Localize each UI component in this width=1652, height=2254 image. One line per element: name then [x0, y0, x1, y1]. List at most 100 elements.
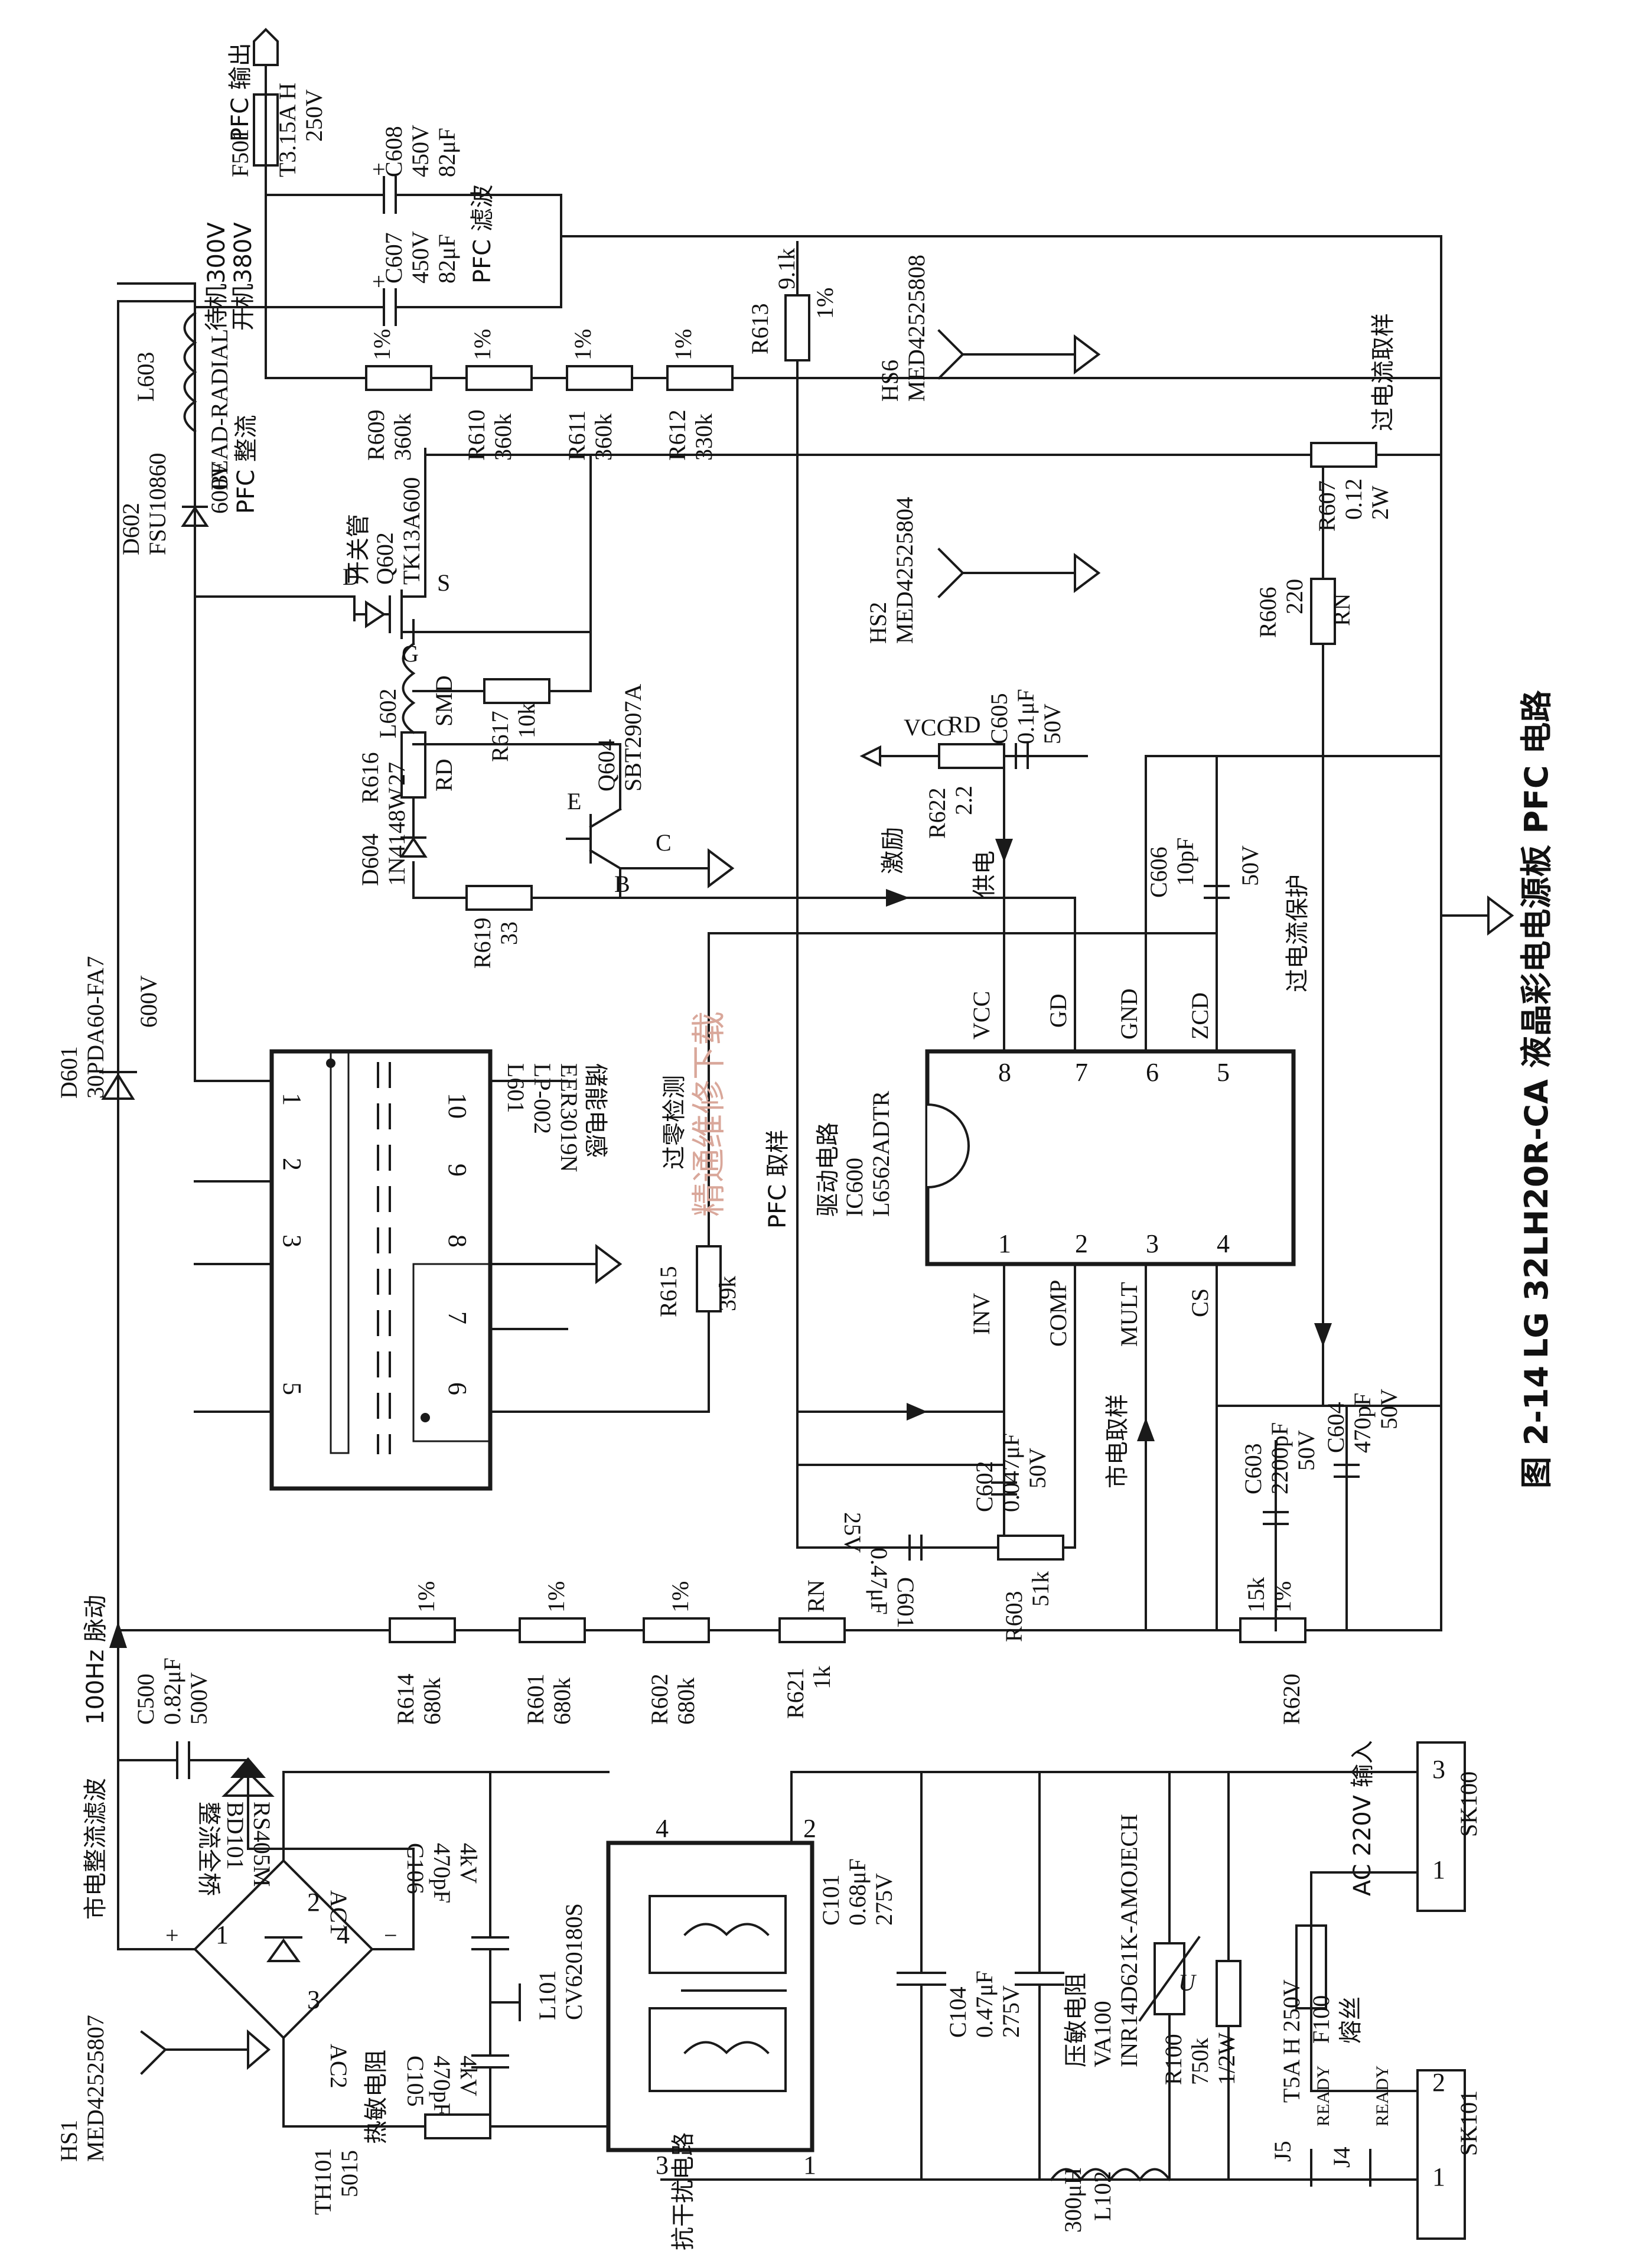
l101-pin2: 2	[803, 1814, 816, 1843]
figure-title: LG 32LH20R-CA 液晶彩电电源板 PFC 电路	[1518, 690, 1555, 1359]
heatsink-hs1-icon	[140, 2030, 168, 2075]
ic600-gd: GD	[1045, 994, 1071, 1028]
c601-ref: C601	[892, 1577, 919, 1628]
r615-ref: R615	[655, 1266, 682, 1317]
ic600-desc: 驱动电路	[814, 1122, 842, 1217]
c607-value: 82μF	[434, 234, 460, 284]
c601-rating: 25V	[839, 1512, 866, 1553]
output-arrow-icon	[253, 28, 279, 66]
c101-value: 0.68μF	[844, 1858, 871, 1926]
sk100-pin3: 3	[1432, 1755, 1445, 1784]
connector-sk100	[1416, 1741, 1466, 1912]
c606-rating: 50V	[1237, 845, 1263, 886]
r601-tol: 1%	[543, 1581, 569, 1613]
bd101-n2: 2	[307, 1888, 320, 1917]
f100-desc: 熔丝	[1337, 1996, 1364, 2044]
q604-e: E	[567, 788, 581, 815]
c605-rating: 50V	[1039, 703, 1066, 744]
q604-ref: Q604	[593, 739, 620, 791]
resistor-r609	[365, 365, 432, 391]
r622-value: 2.2	[950, 786, 977, 815]
c608-ref: C608	[380, 126, 407, 177]
watermark: 精通维修下载	[689, 1011, 729, 1217]
r619-value: 33	[496, 921, 522, 945]
ic600-gnd: GND	[1116, 988, 1142, 1040]
c605-value: 0.1μF	[1012, 689, 1039, 744]
f501-ref: F501	[227, 129, 253, 177]
resistor-r602	[643, 1617, 710, 1643]
ic600-pin3: 3	[1146, 1229, 1159, 1258]
c104-ref: C104	[944, 1986, 971, 2038]
l101-pin4: 4	[656, 1814, 669, 1843]
r607-ref: R607	[1314, 480, 1340, 532]
r601-value: 680k	[549, 1678, 575, 1725]
c607-plus: +	[372, 268, 386, 295]
bd101-plus: +	[165, 1922, 179, 1949]
ic600-vcc: VCC	[968, 991, 995, 1040]
r621-note: RN	[803, 1579, 829, 1613]
vcc-label: VCC	[904, 714, 952, 741]
r616-note: RD	[431, 758, 457, 791]
l101-part: CV620180S	[561, 1903, 587, 2020]
resistor-r617	[483, 678, 550, 704]
l601-desc: 储能电感	[582, 1063, 609, 1158]
r620-value: 15k	[1243, 1577, 1269, 1613]
r609-ref: R609	[363, 409, 389, 461]
l101-ref: L101	[534, 1970, 561, 2020]
thermistor-th101	[424, 2113, 491, 2139]
resistor-r613	[784, 294, 810, 361]
r613-tol: 1%	[812, 288, 838, 319]
l603-part: BEAD-RADIAL	[206, 329, 233, 490]
th101-desc: 热敏电阻	[363, 2050, 390, 2144]
sk100-label: SK100	[1455, 1771, 1482, 1837]
c500-ref: C500	[132, 1673, 159, 1725]
r614-value: 680k	[419, 1678, 445, 1725]
c606-value: 10pF	[1172, 838, 1198, 886]
c601-value: 0.47μF	[866, 1548, 892, 1615]
r621-value: 1k	[809, 1666, 835, 1689]
sk100-input-label: AC 220V 输入	[1349, 1740, 1376, 1896]
c104-rating: 275V	[998, 1985, 1024, 2038]
resistor-r620	[1239, 1617, 1306, 1643]
l101-pin1: 1	[803, 2151, 816, 2180]
q602-part: TK13A600	[398, 477, 425, 585]
pfc-output-label: PFC 输出	[227, 43, 254, 142]
r606-ref: R606	[1255, 587, 1281, 638]
current-sample-label: 过电流取样	[1370, 313, 1397, 431]
c602-ref: C602	[971, 1461, 998, 1512]
r603-ref: R603	[1001, 1591, 1027, 1642]
f501-value: T3.15A H	[274, 83, 301, 177]
resistor-r619	[465, 885, 533, 911]
va100-desc: 压敏电阻	[1063, 1973, 1090, 2067]
c105-ref: C105	[402, 2056, 429, 2107]
resistor-r622	[938, 743, 1005, 769]
q602-d: D	[343, 564, 360, 590]
resistor-r100	[1216, 1960, 1242, 2027]
c604-value: 470pF	[1349, 1393, 1376, 1453]
r609-tol: 1%	[369, 329, 395, 360]
on-voltage-label: 开机380V	[230, 222, 257, 331]
c605-ref: C605	[986, 693, 1012, 744]
c603-ref: C603	[1240, 1443, 1266, 1494]
r616-ref: R616	[357, 752, 383, 803]
bd101-minus: −	[384, 1922, 397, 1949]
d602-rating: 600V	[206, 461, 233, 514]
pfc-filter-label: PFC 滤波	[469, 184, 496, 284]
resistor-r606	[1310, 578, 1336, 645]
standby-voltage-label: 待机300V	[203, 222, 230, 331]
l101-pin3: 3	[656, 2151, 669, 2180]
l602-part: SMD	[431, 675, 457, 727]
q604-part: SBT2907A	[620, 684, 646, 791]
r607-rating: 2W	[1367, 486, 1393, 520]
connector-sk101	[1416, 2069, 1466, 2240]
va100-part: INR14D621K-AMOJECH	[1116, 1814, 1142, 2067]
c106-value: 470pF	[429, 1843, 455, 1903]
inductor-l602	[402, 642, 416, 734]
c604-rating: 50V	[1376, 1389, 1402, 1429]
r620-tol: 1%	[1269, 1581, 1296, 1613]
resistor-r601	[519, 1617, 586, 1643]
l602-ref: L602	[374, 689, 401, 738]
r609-value: 360k	[389, 413, 416, 461]
c602-rating: 50V	[1024, 1448, 1051, 1488]
va100-mark: U	[1178, 1969, 1197, 1996]
